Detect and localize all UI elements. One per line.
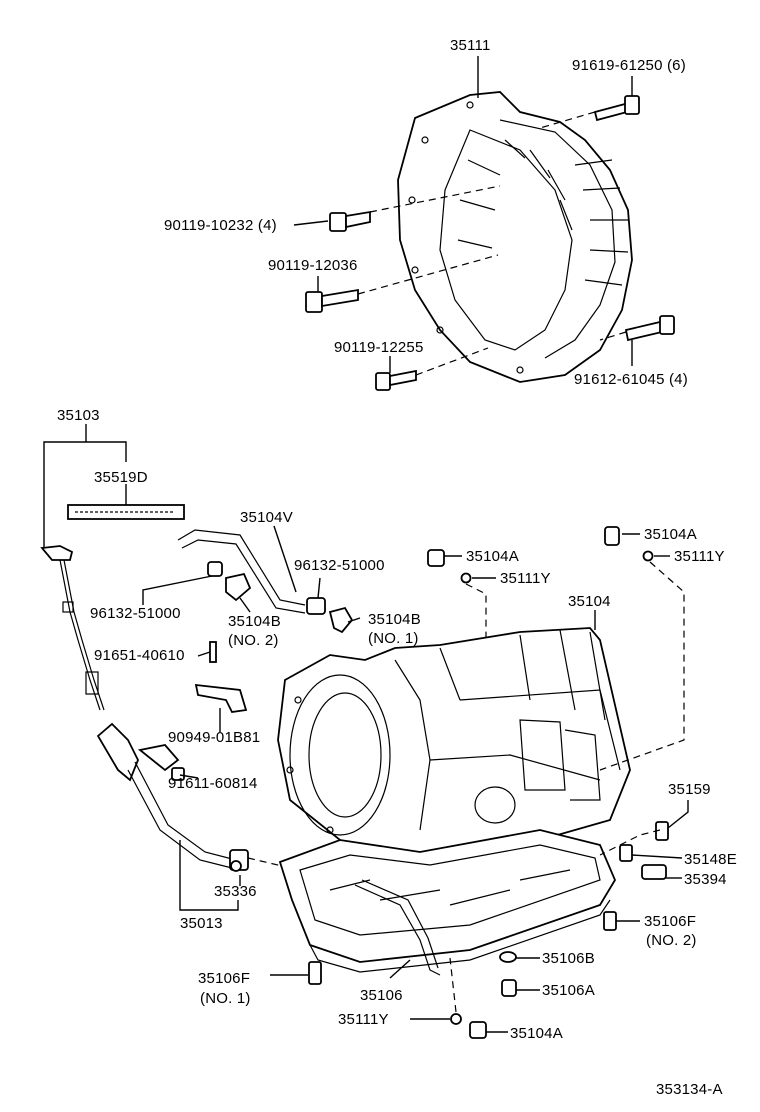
- gasket-35111y-bottom[interactable]: [450, 1013, 462, 1025]
- bell-housing-35111[interactable]: [397, 91, 633, 383]
- plug-35104a-bottom[interactable]: [469, 1021, 487, 1039]
- label-35106a: 35106A: [542, 982, 595, 999]
- label-96132-51000-left: 96132-51000: [90, 605, 181, 622]
- label-35106f-no1: 35106F: [198, 970, 250, 987]
- label-no1-lower: (NO. 1): [200, 990, 251, 1007]
- clamp-90949-01b81[interactable]: [194, 683, 248, 713]
- bolt-90119-10232[interactable]: [329, 210, 371, 232]
- label-90949-01b81: 90949-01B81: [168, 729, 260, 746]
- label-35104b-no2: 35104B: [228, 613, 281, 630]
- label-35103: 35103: [57, 407, 100, 424]
- label-35104b-no1: 35104B: [368, 611, 421, 628]
- plug-35394[interactable]: [641, 864, 667, 880]
- bolt-90119-12255[interactable]: [375, 369, 417, 391]
- plug-35106a[interactable]: [501, 979, 517, 997]
- bolt-91611-60814[interactable]: [171, 767, 185, 781]
- label-35106f-no2: 35106F: [644, 913, 696, 930]
- label-35394: 35394: [684, 871, 727, 888]
- label-90119-10232: 90119-10232 (4): [164, 217, 277, 234]
- gasket-35106b[interactable]: [499, 951, 517, 963]
- label-35519d: 35519D: [94, 469, 148, 486]
- label-96132-51000-right: 96132-51000: [294, 557, 385, 574]
- label-91651-40610: 91651-40610: [94, 647, 185, 664]
- gasket-35111y-middle[interactable]: [460, 572, 472, 584]
- plug-35104a-upper-right[interactable]: [604, 526, 620, 546]
- label-no2-lower: (NO. 2): [646, 932, 697, 949]
- gasket-35336[interactable]: [230, 860, 242, 872]
- label-35104a-middle: 35104A: [466, 548, 519, 565]
- union-35104b-no2[interactable]: [225, 572, 252, 602]
- label-91611-60814: 91611-60814: [168, 775, 258, 792]
- union-35104b-no1[interactable]: [328, 606, 354, 634]
- label-35106b: 35106B: [542, 950, 595, 967]
- label-35106: 35106: [360, 987, 403, 1004]
- label-90119-12255: 90119-12255: [334, 339, 424, 356]
- gasket-35111y-right[interactable]: [642, 550, 654, 562]
- label-no2-upper: (NO. 2): [228, 632, 279, 649]
- label-91619-61250: 91619-61250 (6): [572, 57, 686, 74]
- breather-hose-35104v[interactable]: [177, 529, 326, 615]
- label-35104a-upper: 35104A: [644, 526, 697, 543]
- bolt-91619-61250[interactable]: [593, 95, 640, 122]
- label-35013: 35013: [180, 915, 223, 932]
- label-35104a-bottom: 35104A: [510, 1025, 563, 1042]
- label-90119-12036: 90119-12036: [268, 257, 358, 274]
- label-35159: 35159: [668, 781, 711, 798]
- label-no1-upper: (NO. 1): [368, 630, 419, 647]
- plug-35148e[interactable]: [619, 844, 633, 862]
- bolt-91612-61045[interactable]: [624, 315, 675, 342]
- plug-35104a-middle[interactable]: [427, 549, 445, 567]
- label-35148e: 35148E: [684, 851, 737, 868]
- label-diagram-id: 353134-A: [656, 1081, 723, 1098]
- part-labels: 35111 91619-61250 (6) 90119-10232 (4) 90…: [57, 37, 737, 1098]
- label-35111y-middle: 35111Y: [500, 570, 551, 587]
- oil-pan-35106[interactable]: [278, 829, 617, 973]
- bolt-90119-12036[interactable]: [305, 288, 359, 313]
- label-plate-35519d[interactable]: [67, 504, 185, 520]
- dipstick-tube-35013[interactable]: [96, 722, 249, 871]
- label-35104: 35104: [568, 593, 611, 610]
- bolt-91651-40610[interactable]: [209, 641, 217, 663]
- label-35104v: 35104V: [240, 509, 293, 526]
- bolt-35106f-no2[interactable]: [603, 911, 617, 931]
- label-35111: 35111: [450, 37, 491, 54]
- label-35336: 35336: [214, 883, 257, 900]
- assembly-dashed-lines: [247, 111, 685, 1013]
- dipstick-35103[interactable]: [40, 545, 105, 711]
- leader-lines: [43, 56, 689, 1033]
- bolt-35106f-no1[interactable]: [308, 961, 322, 985]
- label-91612-61045: 91612-61045 (4): [574, 371, 688, 388]
- transmission-case-35104[interactable]: [277, 627, 631, 861]
- label-35111y-right: 35111Y: [674, 548, 725, 565]
- strainer-tube: [354, 879, 441, 976]
- label-35111y-bottom: 35111Y: [338, 1011, 389, 1028]
